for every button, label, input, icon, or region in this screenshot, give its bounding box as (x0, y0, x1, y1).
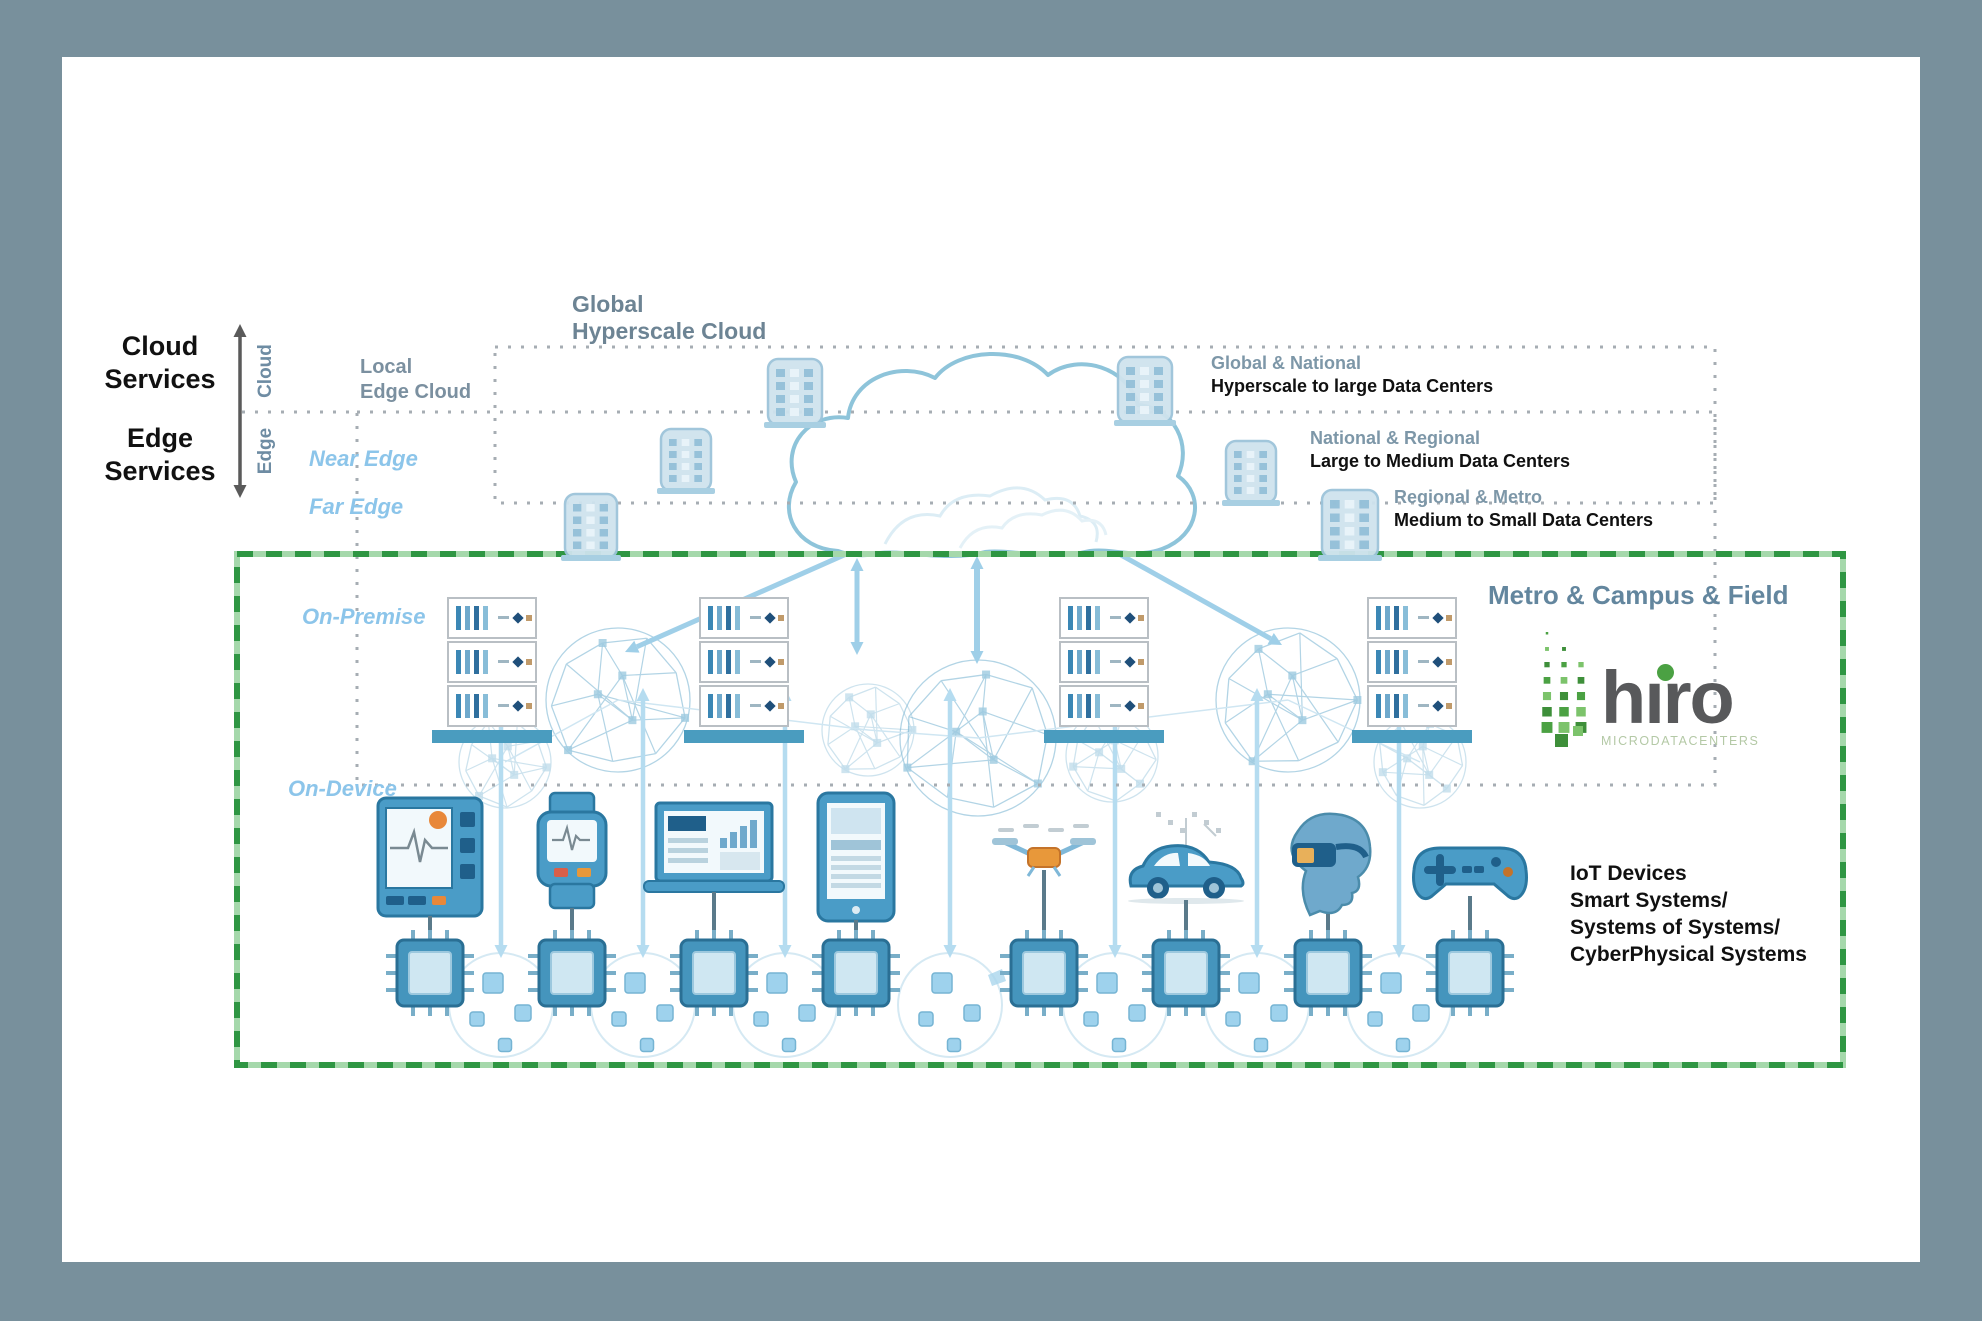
drone-icon (992, 824, 1096, 877)
tier-title: Global & National (1211, 353, 1362, 373)
chip-icon (812, 930, 900, 1016)
data-center-icon (1222, 439, 1280, 506)
metro-campus-field-label: Metro & Campus & Field (1488, 580, 1789, 610)
cloud-services-label: Cloud Services (88, 330, 232, 396)
chip-icon (1000, 930, 1088, 1016)
global-hyperscale-line2: Hyperscale Cloud (572, 318, 767, 344)
iot-device-layer (376, 791, 1528, 1016)
edge-services-label: Edge Services (88, 422, 232, 488)
tier-dotted-boxes (242, 345, 1717, 787)
edge-services-line2: Services (104, 456, 216, 486)
server-racks (432, 597, 1472, 743)
network-mesh-icon (1215, 627, 1362, 773)
slide-page: Cloud Services Edge Services Cloud Edge … (62, 57, 1920, 1262)
logo-text: hıro MICRODATACENTERS (1601, 655, 1760, 748)
chip-icon (528, 930, 616, 1016)
game-controller-icon (1412, 846, 1528, 901)
tier-national-regional: National & Regional Large to Medium Data… (1310, 427, 1570, 473)
vr-headset-icon (1290, 812, 1372, 917)
cloud-services-line2: Services (104, 364, 216, 394)
tier-title: Regional & Metro (1394, 487, 1543, 507)
server-rack-icon (1044, 597, 1164, 743)
tier-title: National & Regional (1310, 428, 1481, 448)
chip-icon (670, 930, 758, 1016)
on-device-label: On-Device (288, 776, 397, 801)
chip-icon (386, 930, 474, 1016)
data-center-buildings (561, 355, 1382, 561)
far-edge-label: Far Edge (309, 494, 404, 519)
data-center-icon (1114, 355, 1176, 426)
iot-line: IoT Devices (1570, 862, 1687, 885)
edge-axis-label: Edge (255, 427, 276, 475)
logo-green-dot-icon (1657, 663, 1674, 681)
data-center-icon (561, 492, 621, 561)
local-edge-cloud-line2: Edge Cloud (360, 381, 472, 403)
server-rack-icon (684, 597, 804, 743)
cloud-axis-label: Cloud (255, 344, 276, 398)
server-rack-icon (1352, 597, 1472, 743)
local-edge-cloud-label: Local Edge Cloud (360, 355, 471, 405)
smart-car-icon (1128, 812, 1245, 904)
near-edge-label: Near Edge (309, 446, 418, 471)
tier-regional-metro: Regional & Metro Medium to Small Data Ce… (1394, 486, 1653, 532)
patient-monitor-icon (376, 796, 484, 918)
tier-desc: Hyperscale to large Data Centers (1211, 376, 1494, 396)
edge-services-line1: Edge (126, 423, 193, 453)
chip-icon (1284, 930, 1372, 1016)
server-rack-icon (432, 597, 552, 743)
hiro-logo: hıro MICRODATACENTERS (1537, 626, 1797, 748)
data-center-icon (657, 427, 715, 494)
local-edge-cloud-line1: Local (360, 356, 413, 378)
cloud-services-line1: Cloud (121, 331, 199, 361)
iot-line: Smart Systems/ (1570, 889, 1728, 912)
cloud-edge-axis-arrow (233, 324, 247, 498)
on-premise-label: On-Premise (302, 604, 426, 629)
logo-wordmark: hıro (1601, 655, 1735, 739)
chip-icon (1426, 930, 1514, 1016)
iot-devices-label: IoT Devices Smart Systems/ Systems of Sy… (1570, 860, 1807, 968)
flow-arrows (494, 519, 1406, 958)
smartwatch-icon (536, 791, 608, 910)
network-mesh-layer (458, 627, 1467, 817)
tier-desc: Large to Medium Data Centers (1310, 451, 1571, 471)
metro-campus-field-box (234, 551, 1846, 1068)
tier-desc: Medium to Small Data Centers (1394, 510, 1654, 530)
laptop-icon (643, 801, 785, 893)
logo-dot-matrix-icon (1541, 632, 1587, 747)
global-hyperscale-cloud-label: Global Hyperscale Cloud (572, 291, 766, 345)
data-center-icon (764, 357, 826, 428)
tablet-icon (816, 791, 896, 923)
tier-global-national: Global & National Hyperscale to large Da… (1211, 352, 1493, 398)
chip-icon (1142, 930, 1230, 1016)
iot-line: CyberPhysical Systems (1570, 943, 1807, 966)
iot-line: Systems of Systems/ (1570, 916, 1781, 939)
logo-tagline: MICRODATACENTERS (1601, 734, 1760, 748)
global-hyperscale-line1: Global (572, 291, 644, 317)
data-center-icon (1318, 488, 1382, 561)
